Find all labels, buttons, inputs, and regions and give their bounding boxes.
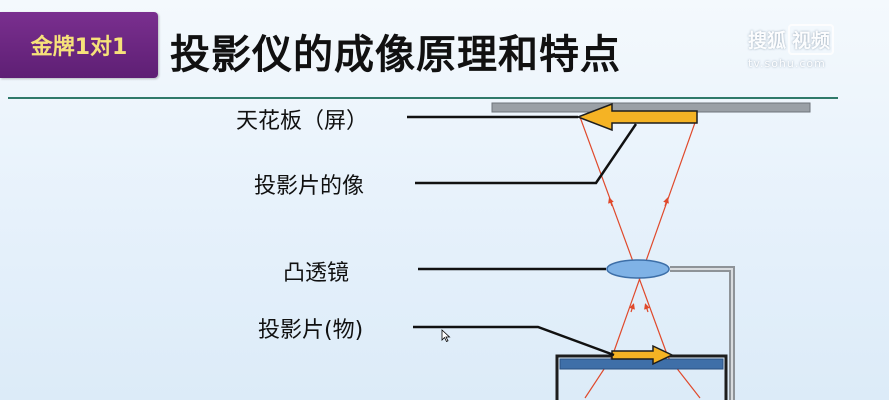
ray-right-dir-mark — [608, 197, 614, 207]
brand-badge: 金牌1对1 — [0, 12, 158, 78]
watermark: 搜狐视频 tv.sohu.com — [748, 24, 835, 70]
page-title: 投影仪的成像原理和特点 — [170, 32, 621, 78]
mouse-cursor-icon — [441, 329, 451, 343]
watermark-url: tv.sohu.com — [748, 57, 826, 70]
badge-text: 金牌1对1 — [30, 35, 128, 60]
projector-stage-glass — [559, 358, 724, 370]
leader-image — [415, 123, 638, 185]
slide-object-arrow — [611, 344, 674, 366]
ray-left-dir-mark — [663, 197, 669, 207]
label-slide: 投影片(物) — [258, 318, 364, 343]
projected-image-arrow — [575, 102, 698, 132]
ray-right — [579, 116, 669, 358]
ray-right-dir-mark-low — [644, 303, 650, 313]
leader-lines — [407, 115, 638, 357]
label-image: 投影片的像 — [254, 174, 365, 199]
label-ceiling: 天花板（屏） — [236, 109, 369, 134]
light-rays — [579, 116, 701, 399]
ray-left — [611, 116, 698, 358]
leader-slide — [413, 325, 615, 357]
watermark-brand-box: 视频 — [788, 24, 835, 55]
label-lens: 凸透镜 — [283, 261, 350, 286]
lens-support-arm — [670, 266, 735, 400]
watermark-logo: 搜狐视频 — [748, 24, 835, 55]
convex-lens — [606, 259, 670, 279]
title-divider — [8, 97, 838, 99]
ray-left-dir-mark-low — [629, 303, 635, 313]
lens-support-arm-inner — [670, 268, 733, 400]
watermark-brand: 搜狐 — [748, 30, 787, 52]
